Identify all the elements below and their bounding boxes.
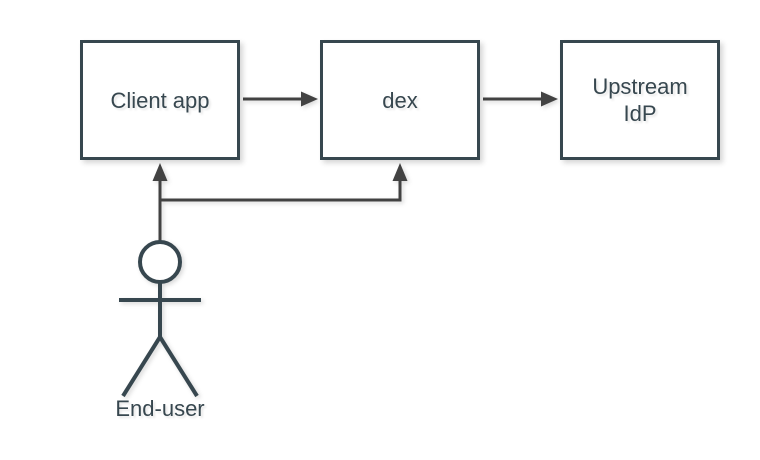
- end-user-actor-icon: [119, 240, 201, 398]
- actor-left-leg: [121, 335, 162, 398]
- node-dex: dex: [320, 40, 480, 160]
- edge-end-user-to-client-app: [152, 163, 168, 244]
- edge-dex-to-upstream-idp: [483, 91, 558, 107]
- edge-line: [160, 180, 402, 202]
- node-label: dex: [382, 87, 418, 113]
- actor-head: [138, 240, 182, 284]
- node-client-app: Client app: [80, 40, 240, 160]
- edge-end-user-to-dex: [160, 163, 408, 202]
- arrowhead-up-icon: [152, 163, 168, 181]
- node-label: Client app: [110, 87, 210, 113]
- actor-right-leg: [158, 335, 199, 398]
- arrowhead-up-icon: [392, 163, 408, 181]
- arrowhead-right-icon: [301, 91, 318, 107]
- edge-client-app-to-dex: [243, 91, 318, 107]
- actor-label-end-user: End-user: [115, 396, 205, 421]
- node-label: Upstream IdP: [592, 74, 688, 126]
- node-upstream-idp: Upstream IdP: [560, 40, 720, 160]
- arrowhead-right-icon: [541, 91, 558, 107]
